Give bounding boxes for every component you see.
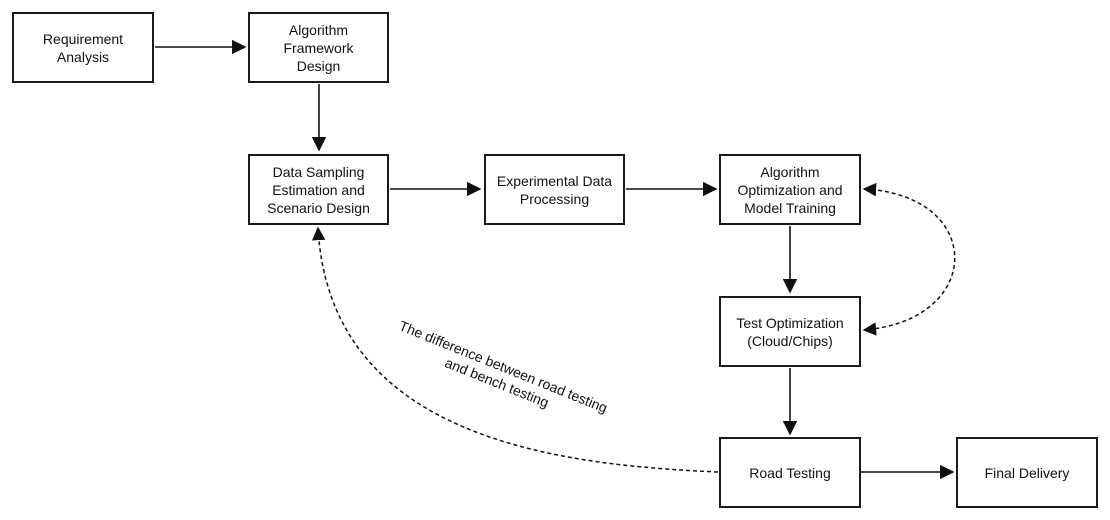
node-experimental-data-processing: Experimental Data Processing (484, 154, 625, 225)
edge-optimization-test-feedback (862, 182, 956, 336)
node-road-testing: Road Testing (719, 437, 861, 508)
node-requirement-analysis: Requirement Analysis (12, 12, 154, 83)
node-final-delivery: Final Delivery (956, 437, 1098, 508)
edge-road-to-sampling-feedback (311, 226, 719, 473)
node-algorithm-optimization: Algorithm Optimization and Model Trainin… (719, 154, 861, 225)
node-test-optimization: Test Optimization (Cloud/Chips) (719, 296, 861, 367)
node-algorithm-framework-design: Algorithm Framework Design (248, 12, 389, 83)
node-data-sampling: Data Sampling Estimation and Scenario De… (248, 154, 389, 225)
